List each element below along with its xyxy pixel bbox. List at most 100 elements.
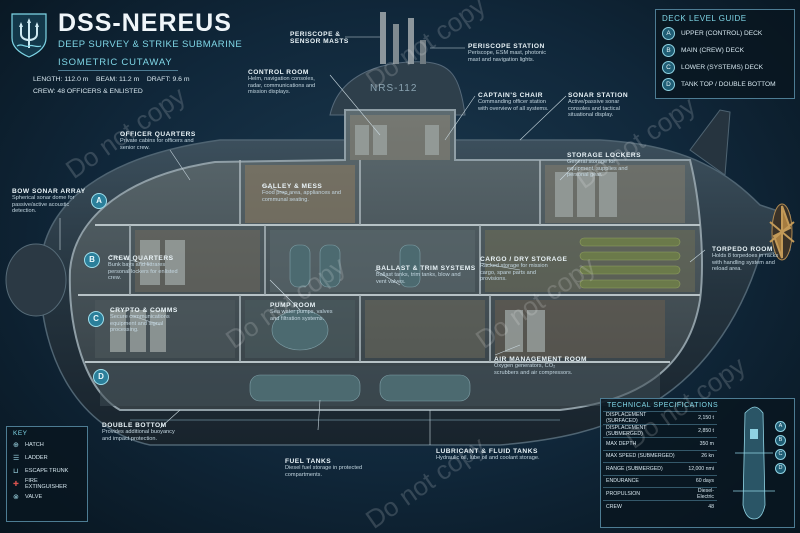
- spec-value: 26 kn: [680, 449, 717, 463]
- key-item: ⊔ ESCAPE TRUNK: [13, 464, 81, 477]
- callout-description: Racked storage for mission cargo, spare …: [480, 263, 548, 283]
- minimap-letter: A: [775, 421, 786, 432]
- callout-description: Commanding officer station with overview…: [478, 99, 549, 112]
- periscope-masts: [380, 12, 426, 64]
- hull-marking: NRS-112: [370, 83, 418, 94]
- key-item: ⊕HATCH: [13, 438, 81, 451]
- page-subtitle: DEEP SURVEY & STRIKE SUBMARINE: [58, 39, 243, 50]
- ladder-icon: ☰: [13, 454, 20, 462]
- bow-sonar-dome: [5, 243, 67, 317]
- deck-guide-item: D TANK TOP / DOUBLE BOTTOM: [662, 76, 788, 93]
- header-divider: [58, 70, 178, 71]
- deck-guide-label: TANK TOP / DOUBLE BOTTOM: [681, 81, 776, 88]
- callout-description: Spherical sonar dome for passive/active …: [12, 195, 75, 215]
- callout-title: DOUBLE BOTTOM: [102, 422, 167, 429]
- table-row: MAX SPEED (SUBMERGED)26 kn: [603, 449, 717, 463]
- key-item: ☰ LADDER: [13, 451, 81, 464]
- callout-fuel-tanks: FUEL TANKS Diesel fuel storage in protec…: [285, 458, 363, 478]
- top-view-minimap: A B C D: [723, 405, 789, 523]
- callout-title: GALLEY & MESS: [262, 183, 323, 190]
- callout-description: Hydraulic oil, lube oil and coolant stor…: [436, 455, 540, 461]
- callout-officer-quarters: OFFICER QUARTERS Private cabins for offi…: [120, 131, 200, 151]
- callout-description: Helm, navigation consoles, radar, commun…: [248, 76, 316, 96]
- callout-title: CREW QUARTERS: [108, 255, 174, 262]
- callout-title: PERISCOPE STATION: [468, 43, 545, 50]
- escape-trunk-icon: ⊔: [13, 467, 19, 475]
- key-label: VALVE: [25, 493, 43, 500]
- callout-title: PUMP ROOM: [270, 302, 316, 309]
- callout-description: Diesel fuel storage in protected compart…: [285, 465, 363, 478]
- page-title: DSS-NEREUS: [58, 9, 232, 37]
- callout-periscope-masts: PERISCOPE & SENSOR MASTS: [290, 31, 349, 45]
- callout-galley-mess: GALLEY & MESS Food prep area, appliances…: [262, 183, 354, 203]
- spec-value: 48: [680, 500, 717, 513]
- callout-storage-lockers: STORAGE LOCKERS General storage for equi…: [567, 152, 641, 179]
- callout-ballast-trim: BALLAST & TRIM SYSTEMS Ballast tanks, tr…: [376, 265, 475, 285]
- deck-marker-a: A: [91, 193, 107, 209]
- spec-label: ENDURANCE: [603, 474, 681, 488]
- spec-label: CREW: [603, 500, 681, 513]
- deck-letter-badge: D: [662, 78, 675, 91]
- callout-cargo-dry-storage: CARGO / DRY STORAGE Racked storage for m…: [480, 256, 568, 283]
- callout-title: TORPEDO ROOM: [712, 246, 773, 253]
- callout-title: CARGO / DRY STORAGE: [480, 256, 568, 263]
- deck-guide-label: MAIN (CREW) DECK: [681, 47, 745, 54]
- key-label: HATCH: [25, 441, 44, 448]
- callout-description: Food prep area, appliances and communal …: [262, 190, 341, 203]
- callout-double-bottom: DOUBLE BOTTOM Provides additional buoyan…: [102, 422, 178, 442]
- callout-crew-quarters: CREW QUARTERS Bunk bays and fittrares pe…: [108, 255, 188, 282]
- key-panel: KEY ⊕HATCH ☰ LADDER ⊔ ESCAPE TRUNK ✚ FIRE E…: [6, 426, 88, 522]
- key-title: KEY: [13, 430, 28, 437]
- callout-title: CONTROL ROOM: [248, 69, 309, 76]
- crew-stats: CREW: 48 OFFICERS & ENLISTED: [33, 88, 143, 95]
- callout-description: Bunk bays and fittrares personal lockers…: [108, 262, 178, 282]
- key-item: ⊗ VALVE: [13, 490, 81, 503]
- deck-guide-label: LOWER (SYSTEMS) DECK: [681, 64, 764, 71]
- callout-description: Ballast tanks, trim tanks, blow and vent…: [376, 272, 461, 285]
- spec-value: 12,000 nmi: [680, 462, 717, 475]
- callout-title: CRYPTO & COMMS: [110, 307, 178, 314]
- callout-captains-chair: CAPTAIN'S CHAIR Commanding officer stati…: [478, 92, 550, 112]
- deck-guide-title: DECK LEVEL GUIDE: [662, 14, 747, 23]
- key-label: LADDER: [25, 454, 48, 461]
- spec-label: MAX DEPTH: [603, 437, 681, 450]
- callout-description: Secure communications equipment and sign…: [110, 314, 170, 334]
- callout-description: Provides additional buoyancy and impact …: [102, 429, 175, 442]
- callout-description: Private cabins for officers and senior c…: [120, 138, 194, 151]
- spec-label: PROPULSION: [603, 487, 681, 501]
- spec-value: 2,150 t: [680, 411, 717, 425]
- deck-marker-c: C: [88, 311, 104, 327]
- spec-value: 60 days: [680, 474, 717, 488]
- callout-sonar-station: SONAR STATION Active/passive sonar conso…: [568, 92, 640, 119]
- deck-marker-b: B: [84, 252, 100, 268]
- key-label: ESCAPE TRUNK: [25, 467, 69, 474]
- table-row: DISPLACEMENT (SURFACED)2,150 t: [603, 411, 717, 425]
- callout-title: PERISCOPE &: [290, 31, 341, 38]
- technical-specifications: TECHNICAL SPECIFICATIONS DISPLACEMENT (S…: [600, 398, 795, 528]
- deck-letter-badge: B: [662, 44, 675, 57]
- callout-title: AIR MANAGEMENT ROOM: [494, 356, 588, 363]
- key-label: FIRE EXTINGUISHER: [24, 477, 67, 490]
- callout-title: SONAR STATION: [568, 92, 629, 99]
- table-row: RANGE (SUBMERGED)12,000 nmi: [603, 462, 717, 475]
- valve-icon: ⊗: [13, 493, 19, 501]
- upper-rudder-fin: [689, 109, 731, 176]
- spec-label: DISPLACEMENT (SURFACED): [603, 411, 681, 425]
- callout-description: Sea water pumps, valves and filtration s…: [270, 309, 333, 322]
- fire-extinguisher-icon: ✚: [13, 480, 19, 488]
- spec-value: 2,850 t: [680, 424, 717, 438]
- trident-emblem-icon: [8, 10, 50, 58]
- deck-marker-d: D: [93, 369, 109, 385]
- callout-air-management: AIR MANAGEMENT ROOM Oxygen generators, C…: [494, 356, 588, 376]
- spec-label: MAX SPEED (SUBMERGED): [603, 449, 681, 463]
- callout-description: Periscope, ESM mast, photonic mast and n…: [468, 50, 547, 63]
- dimension-stats: LENGTH: 112.0 m BEAM: 11.2 m DRAFT: 9.6 …: [33, 76, 190, 83]
- callout-description: Active/passive sonar consoles and tactic…: [568, 99, 620, 119]
- callout-description: General storage for equipment, supplies …: [567, 159, 628, 179]
- callout-control-room: CONTROL ROOM Helm, navigation consoles, …: [248, 69, 330, 96]
